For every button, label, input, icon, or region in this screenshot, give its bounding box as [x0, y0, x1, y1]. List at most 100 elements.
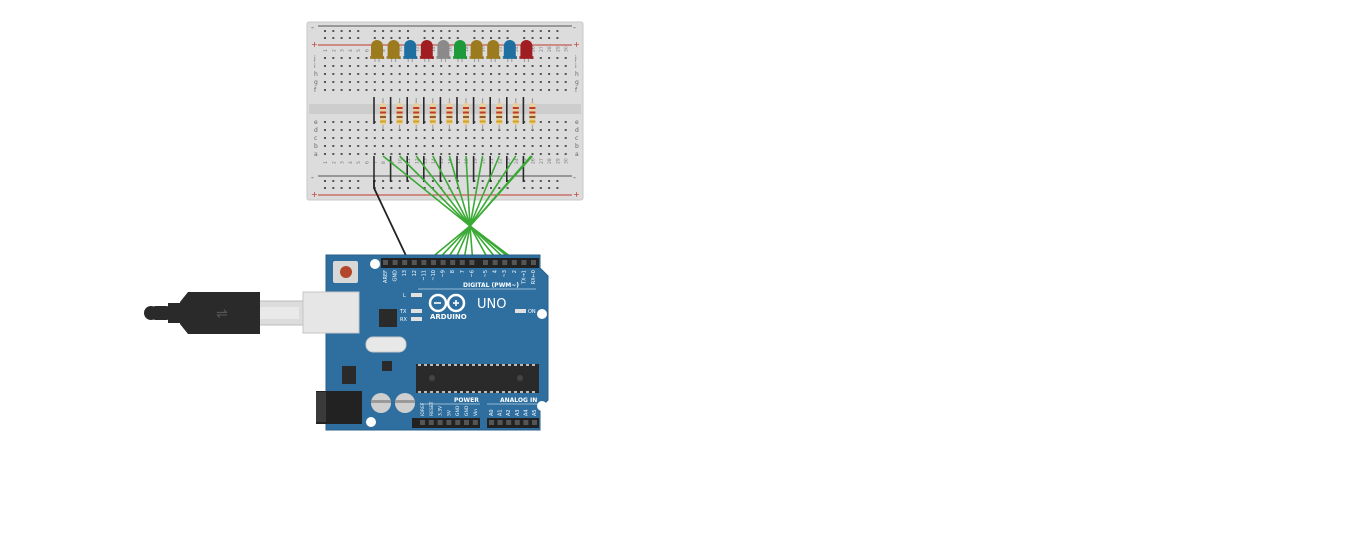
terminal-hole — [390, 145, 393, 147]
row-letter: c — [314, 135, 317, 142]
digital-pin-socket[interactable] — [440, 260, 446, 265]
terminal-hole — [398, 137, 401, 139]
power-pin-socket[interactable] — [464, 420, 469, 425]
digital-pin-socket[interactable] — [459, 260, 465, 265]
usb-jack — [302, 291, 360, 334]
terminal-hole — [481, 73, 484, 75]
terminal-hole — [440, 137, 443, 139]
usb-cable[interactable]: ⇌ — [144, 292, 304, 334]
terminal-hole — [548, 129, 551, 131]
led-body[interactable] — [454, 40, 466, 58]
terminal-hole — [448, 145, 451, 147]
row-letter: e — [575, 119, 579, 126]
terminal-hole — [490, 73, 492, 75]
digital-pin-socket[interactable] — [383, 260, 388, 265]
column-number: 4 — [348, 49, 354, 52]
power-pin-socket[interactable] — [446, 420, 452, 425]
terminal-hole — [365, 129, 368, 131]
digital-pin-socket[interactable] — [402, 260, 408, 265]
led-body[interactable] — [470, 40, 483, 58]
analog-pin-socket[interactable] — [514, 420, 520, 425]
led-body[interactable] — [404, 40, 417, 58]
resistor-band — [429, 111, 436, 114]
rail-hole — [556, 180, 559, 182]
terminal-hole — [324, 65, 326, 67]
digital-pin-label: 7 — [460, 270, 466, 273]
led-rx-label: RX — [400, 317, 407, 323]
digital-pin-socket[interactable] — [521, 260, 527, 265]
terminal-hole — [340, 145, 343, 147]
analog-label: ANALOG IN — [500, 397, 537, 404]
row-letter: a — [575, 151, 579, 158]
terminal-hole — [448, 73, 451, 75]
rail-hole — [373, 30, 376, 32]
digital-pin-socket[interactable] — [450, 260, 456, 265]
terminal-hole — [357, 73, 360, 75]
digital-pin-socket[interactable] — [511, 260, 517, 265]
resistor-band — [479, 120, 486, 123]
digital-pin-socket[interactable] — [411, 260, 417, 265]
digital-pin-socket[interactable] — [483, 260, 488, 265]
column-number: 20 — [481, 158, 487, 164]
row-letter: b — [314, 143, 318, 150]
terminal-hole — [382, 65, 385, 67]
arduino-infinity-logo-icon — [428, 293, 466, 313]
digital-header-label: DIGITAL (PWM~) — [463, 282, 519, 289]
terminal-hole — [564, 73, 567, 75]
power-pin-socket[interactable] — [455, 420, 461, 425]
terminal-hole — [365, 145, 368, 147]
terminal-hole — [340, 57, 343, 59]
digital-pin-socket[interactable] — [502, 260, 508, 265]
usb-cable-end — [144, 306, 158, 320]
led-body[interactable] — [437, 40, 450, 58]
led-body[interactable] — [371, 40, 383, 58]
power-pin-socket[interactable] — [472, 420, 478, 425]
rail-hole — [556, 37, 559, 39]
analog-pin-socket[interactable] — [532, 420, 537, 425]
usb-plug-body — [180, 292, 260, 334]
digital-pin-socket[interactable] — [469, 260, 475, 265]
reset-button[interactable] — [340, 266, 352, 278]
power-pin-label: 3.3V — [438, 405, 444, 416]
row-letter: d — [575, 127, 579, 134]
terminal-hole — [324, 137, 326, 139]
signal-wire[interactable] — [468, 155, 532, 265]
power-pin-socket[interactable] — [420, 420, 425, 425]
arduino-uno-board[interactable]: L TX RX ON ARDUINO UNO DIGITAL (PWM~) PO… — [302, 254, 549, 431]
terminal-hole — [365, 121, 368, 123]
column-number: 11 — [406, 158, 412, 164]
column-number: 24 — [514, 158, 520, 164]
terminal-hole — [539, 73, 542, 75]
led-body[interactable] — [387, 40, 400, 58]
column-number: 27 — [539, 46, 545, 52]
terminal-hole — [523, 89, 526, 91]
terminal-hole — [490, 153, 492, 155]
terminal-hole — [473, 137, 476, 139]
digital-pin-socket[interactable] — [421, 260, 427, 265]
terminal-hole — [514, 81, 517, 83]
terminal-hole — [348, 65, 351, 67]
rail-hole — [539, 187, 542, 189]
digital-pin-socket[interactable] — [431, 260, 436, 265]
terminal-hole — [423, 145, 426, 147]
digital-pin-socket[interactable] — [531, 260, 536, 265]
led-body[interactable] — [520, 40, 533, 58]
digital-pin-socket[interactable] — [392, 260, 398, 265]
led-body[interactable] — [487, 40, 500, 58]
mounting-hole — [537, 401, 547, 411]
digital-pin-label: 4 — [493, 270, 499, 273]
model-label: UNO — [477, 297, 506, 312]
led-body[interactable] — [420, 40, 433, 58]
analog-pin-socket[interactable] — [506, 420, 512, 425]
terminal-hole — [340, 73, 343, 75]
resistor-band — [496, 116, 503, 118]
ground-wire[interactable] — [373, 180, 410, 263]
terminal-hole — [465, 81, 468, 83]
led-body[interactable] — [503, 40, 516, 58]
analog-pin-socket[interactable] — [489, 420, 494, 425]
analog-pin-socket[interactable] — [523, 420, 529, 425]
digital-pin-socket[interactable] — [492, 260, 498, 265]
analog-pin-socket[interactable] — [497, 420, 503, 425]
power-pin-socket[interactable] — [437, 420, 443, 425]
power-pin-socket[interactable] — [428, 420, 434, 425]
